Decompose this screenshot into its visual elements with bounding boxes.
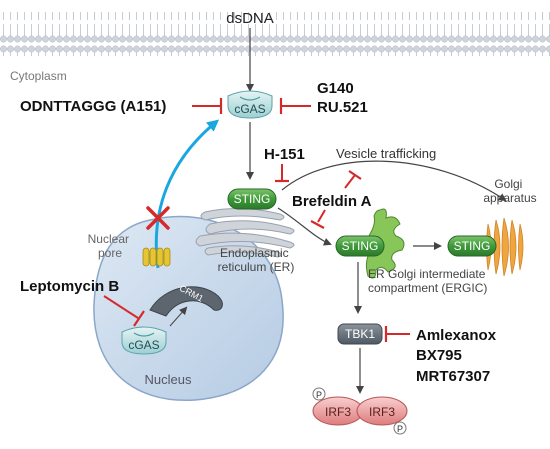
nuclear-export-arrow [154, 119, 220, 269]
nuclear-pore-line-1: Nuclear [88, 232, 129, 246]
ergic-compartment [365, 208, 405, 279]
leptomycin-inhibit-bar [133, 310, 145, 327]
phospho-left-label: P [316, 390, 322, 400]
nuclear-pore-label: Nuclear pore [88, 232, 133, 260]
tbk1: TBK1 [337, 323, 383, 345]
golgi-label: Golgi apparatus [483, 177, 536, 205]
ergic-label: ER Golgi intermediate compartment (ERGIC… [368, 267, 489, 295]
sting-golgi-label: STING [454, 239, 491, 253]
irf3-left-label: IRF3 [325, 405, 351, 419]
cgas-top-label: cGAS [234, 102, 265, 116]
irf3-right-label: IRF3 [369, 405, 395, 419]
tbk1-label: TBK1 [345, 327, 375, 341]
golgi-label-line-2: apparatus [483, 191, 536, 205]
brefeldin-inhibit-bar-down [310, 220, 325, 229]
sting-er: STING [227, 188, 277, 210]
cgas-cytoplasmic: cGAS [227, 90, 273, 119]
brefeldin-inhibit-line-up [344, 174, 356, 189]
phospho-right [393, 421, 407, 435]
er-label: Endoplasmic reticulum (ER) [218, 246, 295, 274]
vesicle-trafficking-arrow [281, 160, 507, 202]
nuclear-pore [142, 247, 171, 267]
inhibitor-ru521: RU.521 [317, 99, 368, 116]
inhibitor-mrt67307: MRT67307 [416, 368, 490, 385]
ergic-label-line-1: ER Golgi intermediate [368, 267, 486, 281]
sting-ergic-label: STING [342, 239, 379, 253]
crm1: CRM1 [149, 283, 223, 317]
brefeldin-inhibit-bar-up [348, 170, 362, 180]
cgas-nucleus-label: cGAS [128, 338, 159, 352]
inhibitor-a151: ODNTTAGGG (A151) [20, 98, 166, 115]
vesicle-trafficking-label: Vesicle trafficking [336, 146, 436, 161]
er-label-line-2: reticulum (ER) [218, 260, 295, 274]
plasma-membrane [0, 12, 550, 56]
cytoplasm-label: Cytoplasm [10, 69, 67, 83]
inhibitor-leptomycin: Leptomycin B [20, 278, 119, 295]
cgas-nuclear: cGAS [121, 326, 167, 355]
crm1-export-arrow [169, 306, 188, 327]
inhibitor-g140: G140 [317, 80, 354, 97]
irf3-dimer: IRF3 IRF3 P P [312, 387, 408, 435]
nuclear-pore-line-2: pore [98, 246, 122, 260]
ergic-label-line-2: compartment (ERGIC) [368, 281, 487, 295]
sting-ergic: STING [335, 235, 385, 257]
export-blocked-x [146, 206, 170, 230]
er-label-line-1: Endoplasmic [220, 246, 289, 260]
inhibitor-brefeldin: Brefeldin A [292, 193, 372, 210]
sting-golgi: STING [447, 235, 497, 257]
sting-er-label: STING [234, 192, 271, 206]
inhibitor-amlexanox: Amlexanox [416, 327, 497, 344]
phospho-right-label: P [397, 424, 403, 434]
dsdna-label: dsDNA [226, 10, 274, 27]
sting-to-ergic-arrow [277, 207, 332, 246]
inhibitor-bx795: BX795 [416, 347, 462, 364]
inhibitor-h151: H-151 [264, 146, 305, 163]
brefeldin-inhibit-line-down [317, 209, 326, 223]
golgi-label-line-1: Golgi [494, 177, 522, 191]
golgi-apparatus [486, 217, 524, 277]
leptomycin-inhibit-line [103, 295, 139, 319]
phospho-left [312, 387, 326, 401]
nucleus-label: Nucleus [145, 372, 192, 387]
